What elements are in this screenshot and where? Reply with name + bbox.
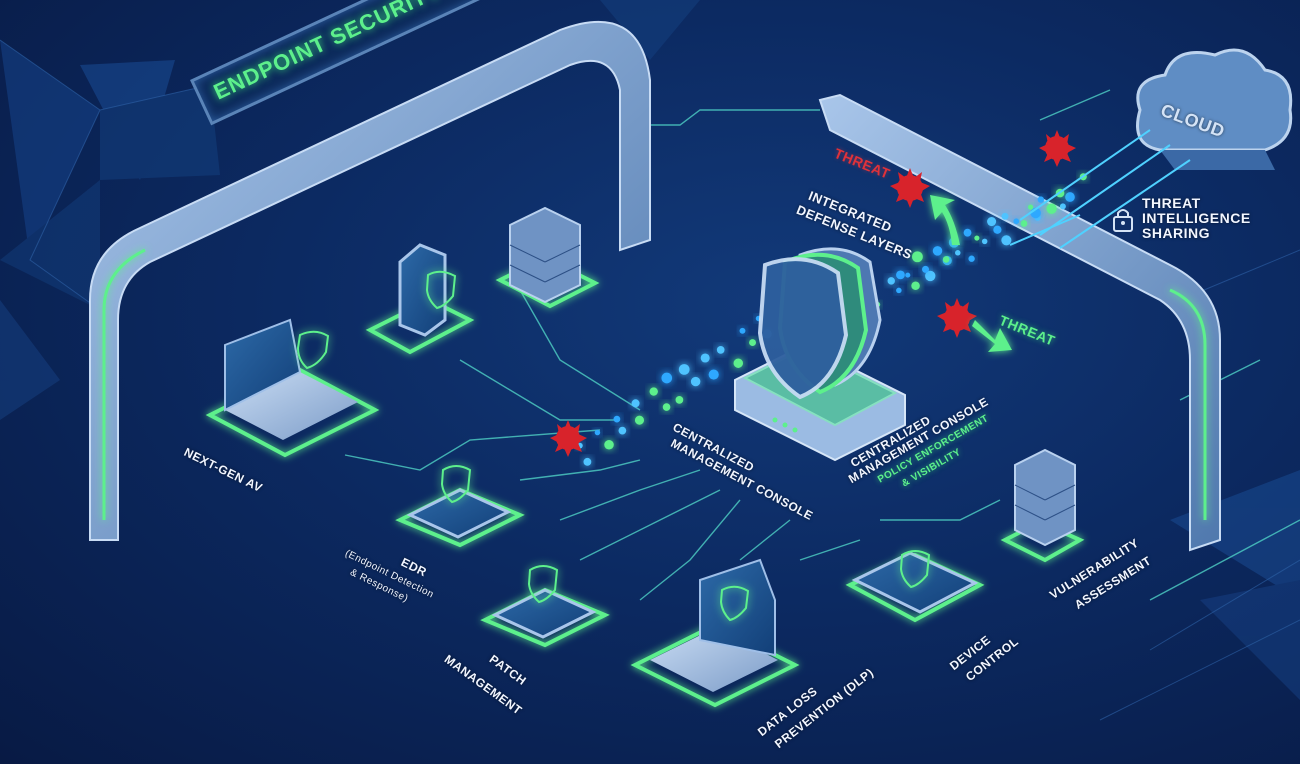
stream-dot	[733, 358, 744, 368]
stream-dot	[922, 265, 930, 273]
stream-dot	[1037, 196, 1045, 203]
arch-frame	[89, 20, 651, 541]
stream-dot	[708, 369, 719, 380]
stream-dot	[749, 339, 757, 347]
stream-dot	[896, 287, 902, 294]
stream-dot	[675, 396, 684, 404]
stream-dot	[896, 270, 905, 280]
stream-dot	[963, 228, 972, 237]
stream-dot	[887, 277, 895, 285]
stream-dot	[1059, 203, 1066, 210]
stream-dot	[678, 364, 690, 375]
arch-frame-right	[818, 93, 1221, 552]
device-next-gen-av	[205, 318, 380, 458]
device-mobile	[365, 243, 475, 355]
stream-dot	[739, 327, 746, 334]
threat-intel-line-1: THREAT	[1142, 195, 1201, 211]
stream-dot	[993, 225, 1002, 234]
lock-icon	[1112, 206, 1134, 237]
stream-dot	[631, 399, 640, 408]
stream-dot	[1046, 203, 1057, 214]
stream-dot	[905, 272, 911, 278]
stream-dot	[955, 250, 961, 256]
background-polygons	[0, 0, 1300, 700]
threat-virus-4	[550, 420, 587, 457]
device-patch-management	[480, 565, 610, 648]
stream-dot	[911, 251, 923, 263]
stream-dot	[613, 415, 621, 423]
stream-dot	[700, 353, 710, 363]
stream-dot	[690, 376, 701, 387]
cloud-arrows	[1009, 129, 1191, 249]
stream-dot	[594, 429, 601, 436]
device-edr	[395, 465, 525, 548]
stream-dot	[942, 256, 950, 263]
threat-virus-1	[890, 168, 930, 208]
stream-dot	[1065, 192, 1075, 202]
stream-dot	[968, 255, 975, 262]
threat-virus-3	[1039, 130, 1076, 167]
stream-dot	[911, 281, 920, 290]
stream-dot	[604, 439, 614, 450]
stream-dot	[981, 238, 988, 245]
stream-dot	[932, 246, 943, 256]
stream-dot	[662, 403, 671, 411]
stream-dot	[925, 270, 936, 282]
stream-dot	[649, 387, 658, 396]
defense-layers-shields	[757, 247, 882, 400]
stream-dot	[987, 217, 997, 227]
device-vulnerability-assessment	[1000, 448, 1085, 563]
stream-dot	[1027, 204, 1034, 210]
endpoint-devices	[205, 206, 1085, 708]
device-control	[845, 550, 985, 623]
threat-virus-2	[937, 298, 977, 338]
threat-intel-line-2: INTELLIGENCE	[1142, 210, 1251, 226]
device-server-top	[495, 206, 600, 309]
stream-dot	[1001, 212, 1009, 220]
stream-dot	[583, 457, 592, 466]
device-dlp	[630, 558, 800, 708]
stream-dot	[634, 415, 645, 425]
stream-dot	[618, 426, 627, 435]
cloud-icon	[1136, 48, 1293, 170]
stream-dot	[1013, 218, 1020, 225]
deflect-arrow-icon	[930, 195, 1012, 352]
circuit-traces	[344, 89, 1300, 601]
stream-dot	[716, 346, 725, 354]
stream-dot	[974, 235, 980, 241]
threat-intel-line-3: SHARING	[1142, 225, 1211, 241]
stream-dot	[1020, 220, 1028, 227]
stream-dot	[1001, 235, 1012, 246]
stream-dot	[661, 372, 673, 384]
